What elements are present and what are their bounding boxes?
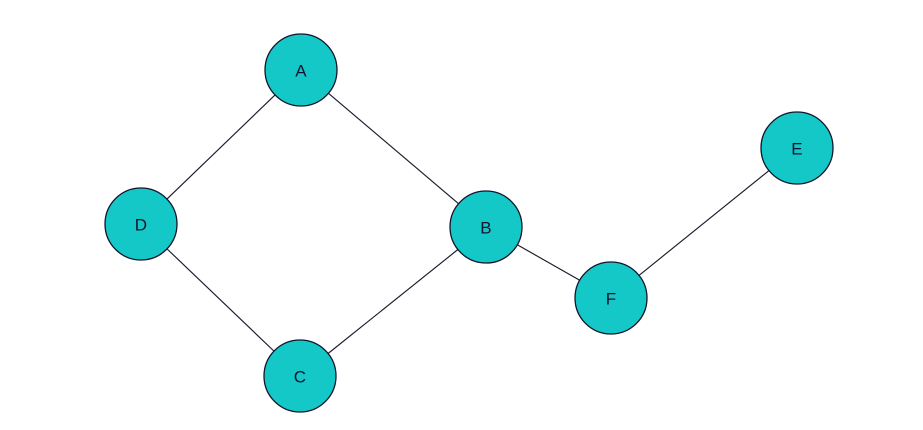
graph-node-f[interactable]: F xyxy=(574,261,648,335)
graph-edge-B-F xyxy=(517,244,580,281)
node-layer: A B C D E F xyxy=(104,33,834,413)
graph-node-label-d: D xyxy=(135,216,147,235)
graph-node-a[interactable]: A xyxy=(264,33,338,107)
graph-node-d[interactable]: D xyxy=(104,187,178,261)
graph-edge-A-B xyxy=(328,92,459,205)
graph-node-label-e: E xyxy=(791,140,803,159)
graph-node-circle-e[interactable] xyxy=(760,111,834,185)
graph-edge-F-E xyxy=(638,170,770,276)
graph-node-circle-a[interactable] xyxy=(264,33,338,107)
graph-node-label-a: A xyxy=(295,62,307,81)
graph-edge-A-D xyxy=(166,94,276,200)
graph-node-b[interactable]: B xyxy=(449,190,523,264)
graph-edge-C-B xyxy=(327,249,459,354)
graph-node-label-f: F xyxy=(606,290,617,309)
graph-node-c[interactable]: C xyxy=(263,339,337,413)
graph-node-e[interactable]: E xyxy=(760,111,834,185)
graph-node-circle-d[interactable] xyxy=(104,187,178,261)
graph-node-circle-f[interactable] xyxy=(574,261,648,335)
graph-node-label-c: C xyxy=(294,368,306,387)
graph-edge-D-C xyxy=(166,248,275,352)
edge-layer xyxy=(166,92,770,354)
graph-node-label-b: B xyxy=(480,219,492,238)
graph-node-circle-c[interactable] xyxy=(263,339,337,413)
graph-node-circle-b[interactable] xyxy=(449,190,523,264)
